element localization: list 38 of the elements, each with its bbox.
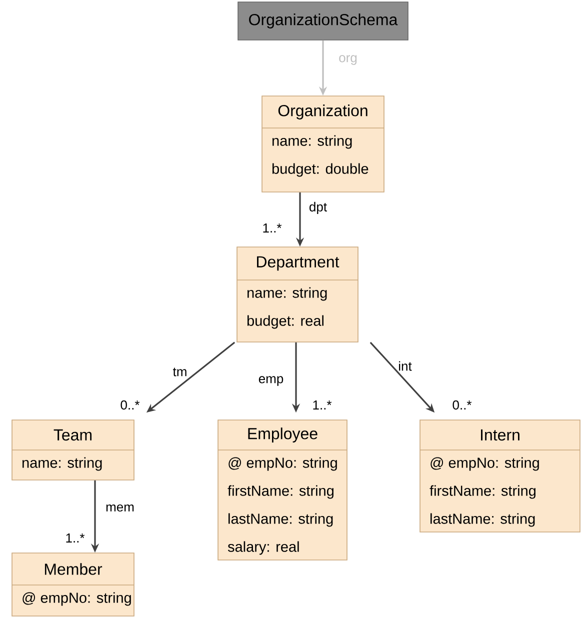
multiplicity-label: 1..*	[313, 400, 332, 410]
edge-label: mem	[106, 504, 134, 512]
edge-label: emp	[258, 376, 284, 386]
attribute-text: firstName: string	[430, 485, 536, 499]
attribute-text: lastName: string	[430, 513, 535, 527]
multiplicity-label: 1..*	[263, 224, 282, 232]
attribute-text: salary: real	[228, 541, 299, 555]
class-name: Member	[44, 563, 102, 575]
attribute-text: budget: double	[272, 163, 368, 177]
class-name: OrganizationSchema	[249, 14, 398, 28]
class-box	[420, 420, 580, 532]
class-box	[238, 2, 408, 40]
attribute-text: name: string	[22, 457, 102, 471]
class-box	[218, 420, 348, 560]
multiplicity-label: 0..*	[452, 400, 472, 410]
attribute-text: lastName: string	[228, 513, 333, 527]
edge-label: org	[339, 55, 357, 65]
multiplicity-label: 1..*	[66, 534, 85, 542]
class-name: Employee	[248, 428, 318, 442]
edge-label: int	[399, 361, 412, 371]
class-box	[236, 246, 358, 342]
attribute-text: @ empNo: string	[430, 457, 539, 471]
attribute-text: firstName: string	[228, 485, 334, 499]
attribute-text: @ empNo: string	[228, 457, 337, 471]
class-box	[12, 552, 134, 616]
attribute-text: name: string	[248, 287, 327, 301]
attribute-text: @ empNo: string	[22, 592, 131, 606]
class-name: Team	[54, 429, 92, 441]
multiplicity-label: 0..*	[120, 400, 140, 410]
class-name: Department	[257, 256, 340, 271]
class-box	[12, 420, 134, 480]
edge-label: tm	[172, 368, 186, 376]
attribute-text: budget: real	[247, 315, 324, 329]
edge-label: dpt	[310, 202, 327, 214]
attribute-text: name: string	[272, 135, 352, 149]
class-box	[262, 96, 384, 192]
class-name: Organization	[278, 104, 368, 120]
class-name: Intern	[481, 429, 520, 441]
